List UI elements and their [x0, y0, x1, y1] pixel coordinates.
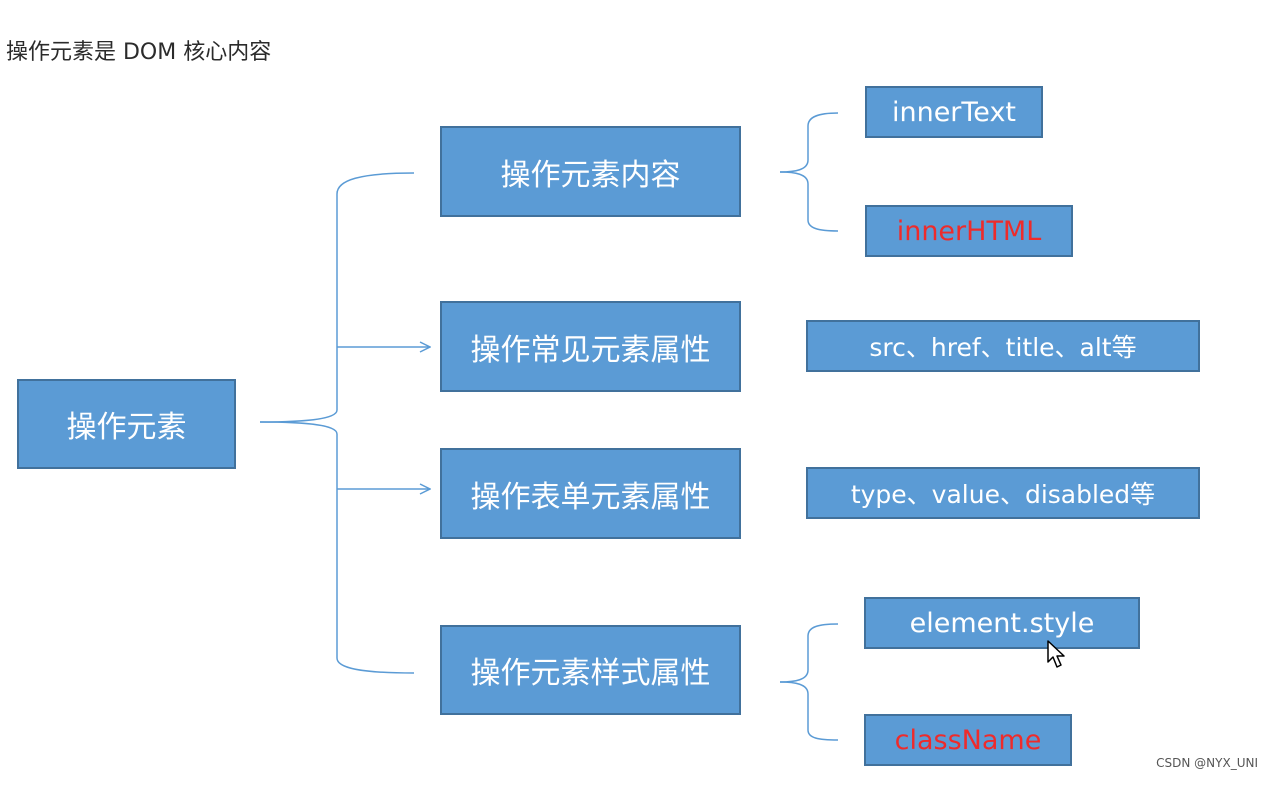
category-node-label: 操作元素内容: [500, 157, 681, 193]
leaf-node-innerhtml: innerHTML: [865, 205, 1073, 257]
leaf-node-common-attributes: src、href、title、alt等: [806, 320, 1200, 372]
leaf-node-label: type、value、disabled等: [850, 480, 1156, 509]
style-brace: [779, 623, 839, 683]
leaf-node-form-attributes: type、value、disabled等: [806, 467, 1200, 519]
page-heading: 操作元素是 DOM 核心内容: [6, 40, 272, 65]
content-brace: [779, 112, 839, 173]
category-node-label: 操作常见元素属性: [470, 332, 711, 368]
style-brace-lower: [779, 681, 839, 741]
category-node-common-attributes: 操作常见元素属性: [440, 301, 741, 392]
category-node-content: 操作元素内容: [440, 126, 741, 217]
leaf-node-label: innerText: [891, 96, 1017, 128]
root-node: 操作元素: [17, 379, 236, 469]
watermark: CSDN @NYX_UNI: [1156, 756, 1258, 770]
leaf-node-innertext: innerText: [865, 86, 1043, 138]
root-brace: [259, 172, 415, 423]
leaf-node-element-style: element.style: [864, 597, 1140, 649]
category-node-label: 操作表单元素属性: [470, 479, 711, 515]
content-brace-lower: [779, 171, 839, 232]
root-brace-lower: [259, 421, 415, 674]
leaf-node-label: element.style: [909, 607, 1095, 639]
leaf-node-classname: className: [864, 714, 1072, 766]
leaf-node-label: src、href、title、alt等: [869, 333, 1137, 362]
mouse-cursor-icon: [1047, 640, 1065, 668]
category-node-style: 操作元素样式属性: [440, 625, 741, 715]
leaf-node-label: innerHTML: [896, 215, 1042, 247]
root-node-label: 操作元素: [66, 410, 187, 445]
leaf-node-label: className: [894, 724, 1042, 756]
category-node-form-attributes: 操作表单元素属性: [440, 448, 741, 539]
category-node-label: 操作元素样式属性: [470, 656, 711, 691]
